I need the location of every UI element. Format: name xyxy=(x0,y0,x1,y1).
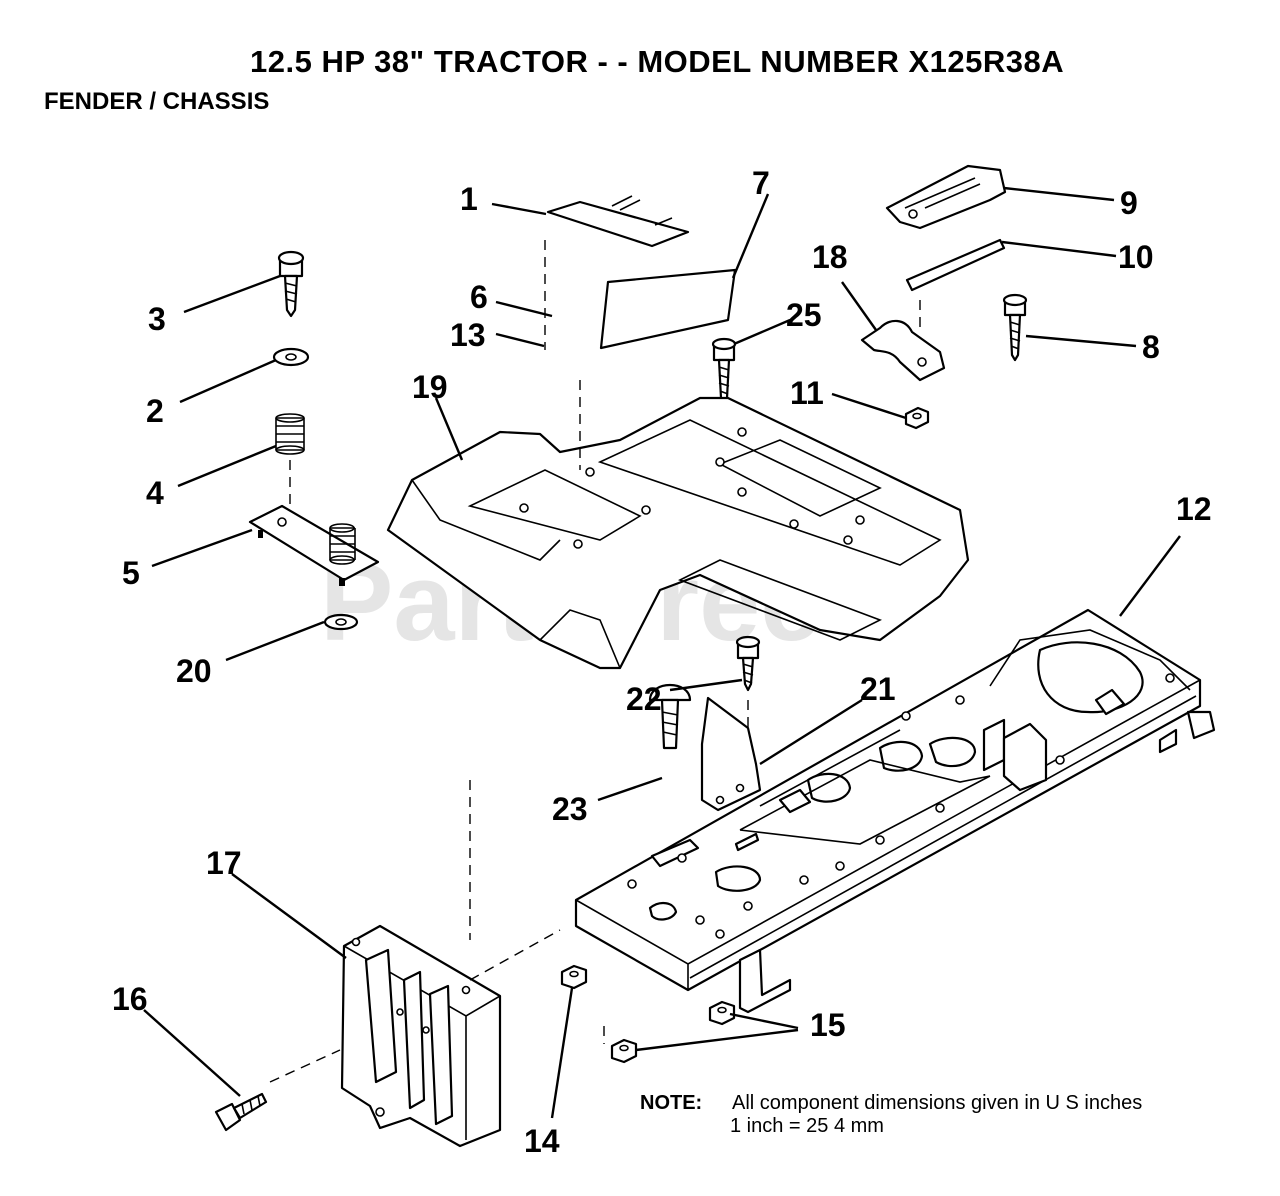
part-7-decal-strip[interactable] xyxy=(599,268,737,350)
part-19-fender[interactable] xyxy=(386,380,970,670)
callout-4: 4 xyxy=(146,475,164,511)
diagram-title: 12.5 HP 38" TRACTOR - - MODEL NUMBER X12… xyxy=(250,44,1065,79)
part-15-nuts[interactable] xyxy=(603,1000,736,1064)
callout-11: 11 xyxy=(790,375,824,411)
part-4-spring[interactable] xyxy=(275,413,305,505)
callout-21: 21 xyxy=(860,671,896,707)
callout-9: 9 xyxy=(1120,185,1138,221)
callout-15: 15 xyxy=(810,1007,846,1043)
callout-23: 23 xyxy=(552,791,588,827)
part-3-screw[interactable] xyxy=(277,250,305,318)
part-21-bracket[interactable] xyxy=(700,696,762,812)
part-2-washer[interactable] xyxy=(272,347,310,367)
part-14-nut[interactable] xyxy=(560,964,588,990)
part-20-washer[interactable] xyxy=(323,613,359,631)
callout-3: 3 xyxy=(148,301,166,337)
part-9-bracket[interactable] xyxy=(885,164,1007,230)
callout-8: 8 xyxy=(1142,329,1160,365)
callout-16: 16 xyxy=(112,981,148,1017)
callout-13: 13 xyxy=(450,317,486,353)
part-16-bolt[interactable] xyxy=(214,1092,268,1132)
dimension-note: NOTE: All component dimensions given in U… xyxy=(640,1092,1142,1115)
part-8-screw[interactable] xyxy=(1002,293,1028,362)
callout-14: 14 xyxy=(524,1123,560,1159)
note-line-1: All component dimensions given in U S in… xyxy=(732,1092,1143,1114)
callout-12: 12 xyxy=(1176,491,1212,527)
part-18-clamp[interactable] xyxy=(860,300,946,382)
callout-18: 18 xyxy=(812,239,848,275)
part-5-seat-plate[interactable] xyxy=(248,504,380,586)
leader-lines xyxy=(143,186,1181,1119)
callout-numbers: 1 3 2 4 5 20 6 13 19 7 9 10 18 25 8 11 1… xyxy=(112,165,1212,1159)
callout-17: 17 xyxy=(206,845,242,881)
part-11-nut[interactable] xyxy=(904,406,930,430)
callout-6: 6 xyxy=(470,279,488,315)
part-12-chassis-frame[interactable] xyxy=(574,608,1216,1014)
callout-20: 20 xyxy=(176,653,212,689)
note-label: NOTE: xyxy=(640,1092,703,1114)
callout-1: 1 xyxy=(460,181,478,217)
callout-10: 10 xyxy=(1118,239,1154,275)
part-25-screw[interactable] xyxy=(711,337,737,406)
part-1-decal[interactable] xyxy=(544,195,690,350)
diagram-subtitle: FENDER / CHASSIS xyxy=(44,88,270,115)
callout-5: 5 xyxy=(122,555,140,591)
part-10-plate[interactable] xyxy=(905,238,1006,292)
callout-7: 7 xyxy=(752,165,770,201)
part-17-rear-panel[interactable] xyxy=(340,924,502,1148)
callout-2: 2 xyxy=(146,393,164,429)
callout-22: 22 xyxy=(626,681,662,717)
note-line-2: 1 inch = 25 4 mm xyxy=(730,1115,884,1137)
callout-25: 25 xyxy=(786,297,822,333)
callout-19: 19 xyxy=(412,369,448,405)
